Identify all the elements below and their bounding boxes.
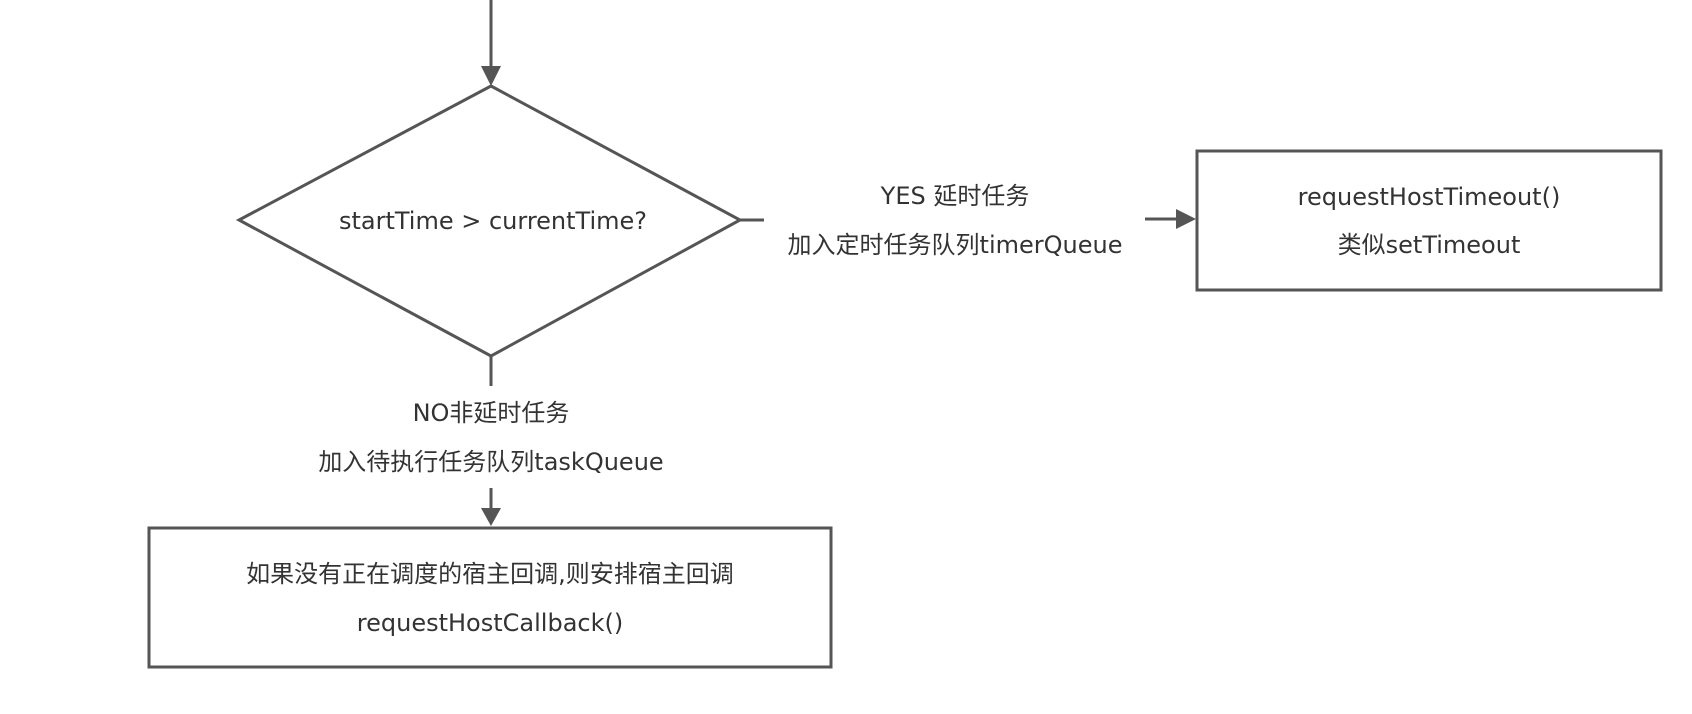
callback-process-box bbox=[147, 526, 833, 669]
yes-edge-label-line2: 加入定时任务队列timerQueue bbox=[788, 231, 1123, 259]
timeout-box-line1: requestHostTimeout() bbox=[1298, 183, 1561, 211]
timeout-process-box bbox=[1195, 149, 1663, 292]
yes-arrowhead bbox=[1176, 209, 1196, 229]
no-arrowhead bbox=[481, 508, 501, 526]
decision-label: startTime > currentTime? bbox=[339, 207, 647, 235]
no-edge-label-line1: NO非延时任务 bbox=[413, 399, 570, 427]
yes-edge-label-line1: YES 延时任务 bbox=[880, 182, 1030, 210]
timeout-box-line2: 类似setTimeout bbox=[1338, 231, 1521, 259]
callback-box-line1: 如果没有正在调度的宿主回调,则安排宿主回调 bbox=[246, 560, 734, 588]
no-edge-label-line2: 加入待执行任务队列taskQueue bbox=[318, 448, 663, 476]
incoming-arrowhead bbox=[481, 66, 501, 86]
callback-box-line2: requestHostCallback() bbox=[357, 609, 623, 637]
